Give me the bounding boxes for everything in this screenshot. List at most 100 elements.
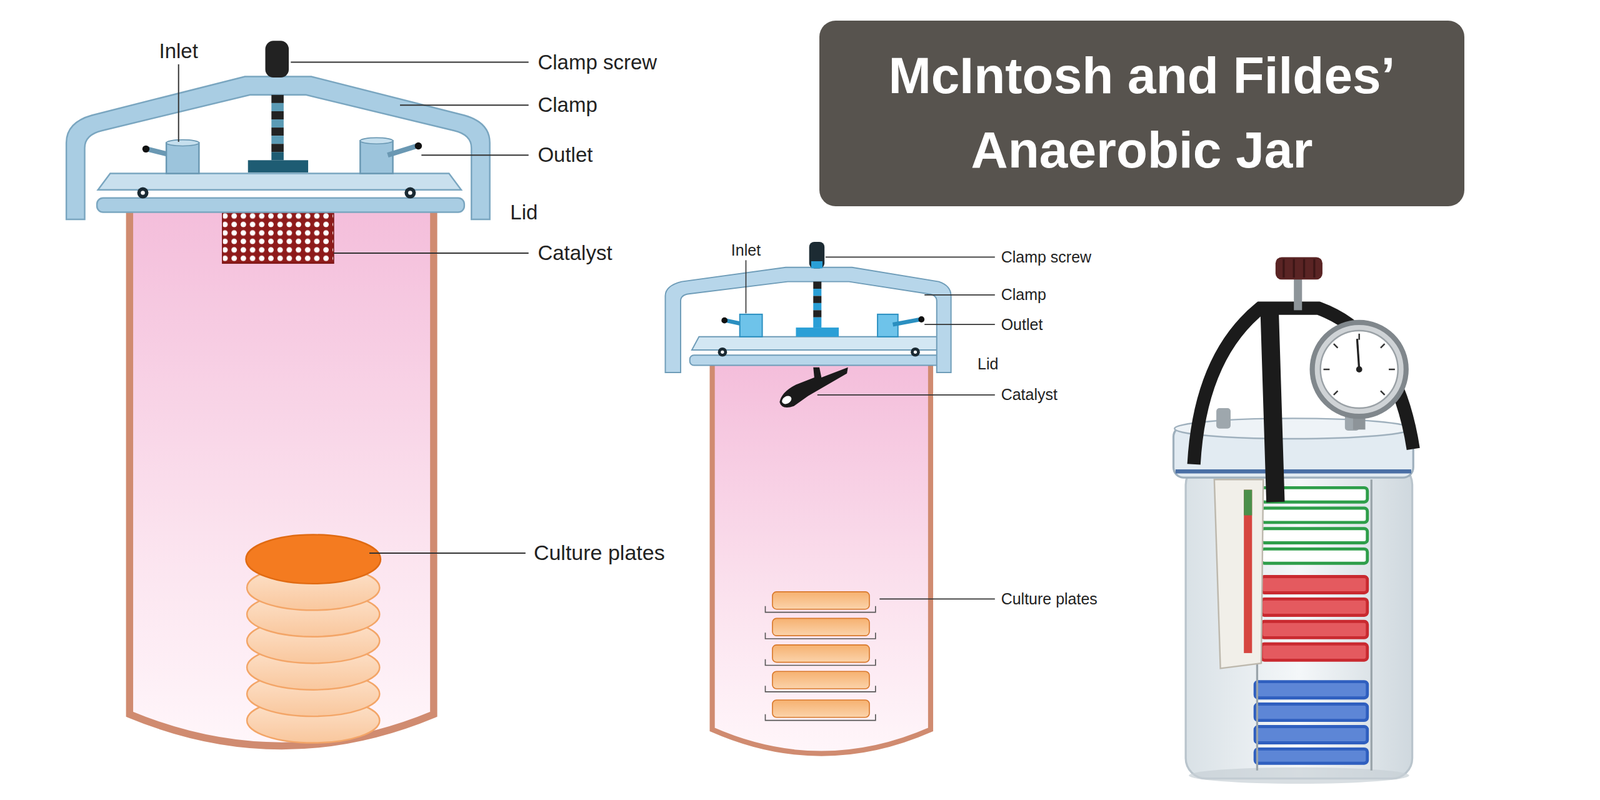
left-culture-plates bbox=[245, 535, 381, 744]
part-label: Catalyst bbox=[1001, 385, 1058, 404]
photo-knob bbox=[1313, 259, 1315, 278]
middle-culture-plates bbox=[765, 714, 875, 721]
left-leader-lines bbox=[178, 62, 529, 554]
left-culture-plates bbox=[245, 535, 381, 584]
part-label: Outlet bbox=[537, 143, 593, 167]
photo-gauge bbox=[1358, 333, 1360, 340]
photo-plates bbox=[1255, 726, 1368, 743]
middle-lid bbox=[691, 336, 949, 350]
photo-gauge bbox=[1320, 330, 1399, 409]
title-text: McIntosh and Fildes’ Anaerobic Jar bbox=[844, 38, 1440, 188]
photo-lid bbox=[1175, 469, 1412, 474]
photo-strap bbox=[1193, 306, 1414, 502]
middle-leader-lines bbox=[879, 598, 995, 600]
part-label: Clamp screw bbox=[1001, 248, 1092, 267]
part-label: Culture plates bbox=[1001, 590, 1098, 609]
photo-sachet bbox=[1243, 490, 1252, 516]
photo-plates bbox=[1255, 748, 1368, 764]
middle-outlet bbox=[877, 314, 925, 337]
middle-culture-plates bbox=[765, 606, 875, 721]
part-label: Lid bbox=[977, 355, 999, 374]
photo-plates bbox=[1261, 576, 1368, 593]
middle-culture-plates bbox=[765, 591, 875, 721]
middle-lid bbox=[913, 350, 917, 354]
middle-leader-lines bbox=[825, 256, 995, 259]
photo-knob bbox=[1275, 256, 1323, 310]
middle-leader-lines bbox=[745, 256, 995, 599]
left-inlet bbox=[166, 140, 199, 147]
left-outlet bbox=[387, 145, 417, 155]
middle-outlet bbox=[893, 319, 921, 325]
photo-gauge bbox=[1312, 322, 1407, 430]
middle-clamp-screw bbox=[811, 261, 823, 269]
left-jar bbox=[129, 211, 434, 747]
photo-plates bbox=[1261, 548, 1368, 564]
middle-lid bbox=[720, 350, 724, 354]
photo-strap bbox=[1269, 306, 1276, 502]
middle-inlet bbox=[721, 314, 762, 337]
middle-clamp bbox=[665, 267, 951, 373]
middle-culture-plates bbox=[772, 618, 870, 636]
photo-plates bbox=[1261, 508, 1368, 523]
photo-sachet bbox=[1214, 479, 1264, 669]
title-banner: McIntosh and Fildes’ Anaerobic Jar bbox=[819, 20, 1465, 207]
photo-knob bbox=[1293, 277, 1302, 310]
left-lid bbox=[140, 190, 145, 195]
left-clamp-screw bbox=[248, 40, 309, 173]
middle-leader-lines bbox=[924, 294, 995, 296]
middle-culture-plates bbox=[772, 671, 870, 689]
middle-lid bbox=[690, 355, 950, 365]
middle-culture-plates bbox=[772, 645, 870, 663]
photo-jar bbox=[1185, 464, 1412, 784]
left-lid bbox=[98, 173, 462, 190]
photo-plates bbox=[1255, 704, 1368, 721]
photo-jar bbox=[1188, 767, 1410, 784]
middle-catalyst bbox=[780, 394, 794, 406]
left-outlet bbox=[415, 142, 422, 150]
middle-leader-lines bbox=[745, 260, 747, 314]
photo-knob bbox=[1275, 256, 1323, 280]
left-clamp-screw bbox=[271, 95, 284, 104]
left-clamp-screw bbox=[271, 151, 284, 160]
part-label: Clamp bbox=[537, 93, 597, 117]
middle-clamp-screw bbox=[813, 281, 822, 289]
left-clamp-screw bbox=[271, 119, 284, 128]
photo-plates bbox=[1255, 479, 1372, 770]
left-leader-lines bbox=[333, 252, 529, 254]
middle-outlet bbox=[918, 316, 925, 323]
left-clamp-screw bbox=[271, 111, 284, 120]
middle-culture-plates bbox=[765, 685, 875, 692]
middle-clamp-screw bbox=[813, 295, 822, 303]
middle-inlet bbox=[740, 314, 763, 337]
left-lid bbox=[404, 187, 416, 199]
photo-gauge bbox=[1333, 343, 1339, 349]
photo-strap bbox=[1193, 308, 1414, 465]
middle-culture-plates bbox=[765, 632, 875, 639]
left-lid bbox=[408, 190, 413, 195]
left-leader-lines bbox=[400, 104, 529, 106]
photo-plates bbox=[1255, 681, 1368, 699]
middle-leader-lines bbox=[817, 394, 995, 396]
part-label: Culture plates bbox=[533, 540, 665, 565]
photo-jar bbox=[1185, 464, 1412, 779]
photo-gauge bbox=[1380, 390, 1385, 395]
left-clamp-screw bbox=[271, 127, 284, 136]
left-clamp bbox=[66, 76, 490, 220]
left-clamp bbox=[66, 76, 490, 220]
middle-culture-plates bbox=[765, 659, 875, 666]
middle-clamp-screw bbox=[795, 241, 839, 337]
photo-plates bbox=[1261, 621, 1368, 638]
left-clamp-screw bbox=[248, 160, 309, 173]
left-leader-lines bbox=[421, 154, 529, 156]
photo-plates bbox=[1370, 479, 1373, 770]
middle-culture-plates bbox=[772, 591, 870, 610]
photo-gauge bbox=[1312, 322, 1407, 417]
middle-inlet bbox=[721, 317, 728, 324]
middle-clamp bbox=[665, 267, 951, 373]
middle-clamp-screw bbox=[813, 310, 822, 317]
photo-gauge bbox=[1380, 343, 1385, 349]
photo-gauge bbox=[1323, 368, 1330, 370]
left-lid bbox=[137, 187, 149, 199]
middle-culture-plates bbox=[772, 700, 870, 718]
